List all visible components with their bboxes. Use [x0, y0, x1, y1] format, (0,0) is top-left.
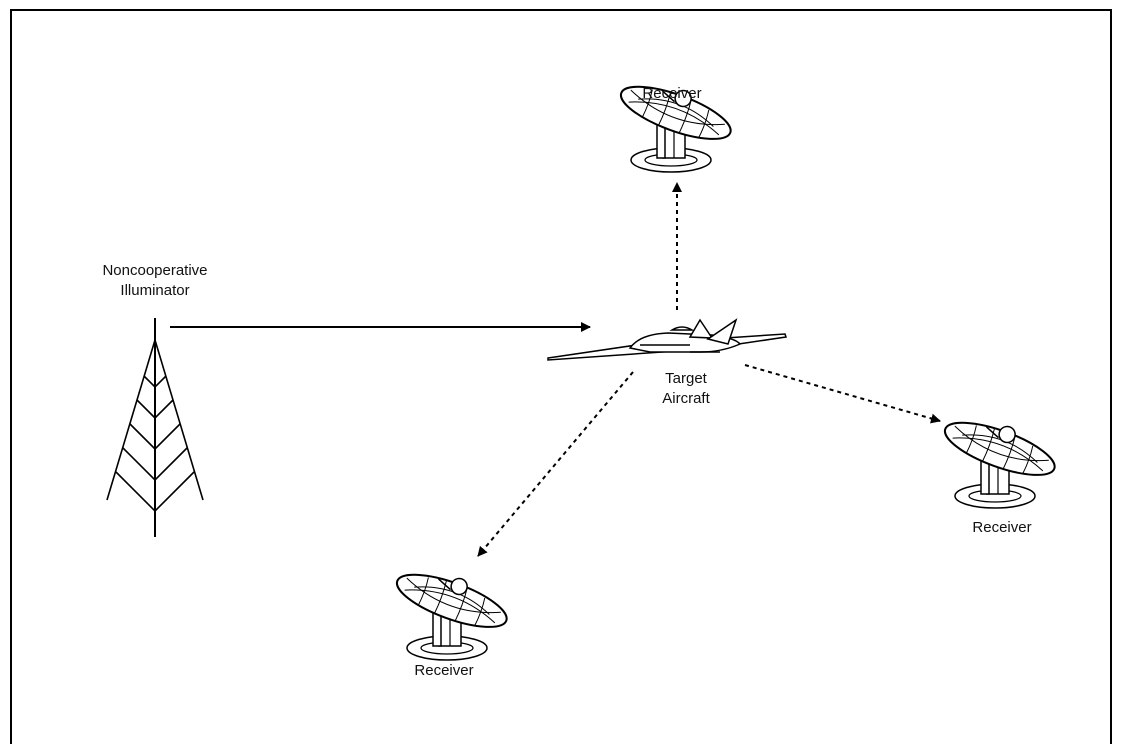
receiver-label-bottom: Receiver	[414, 662, 474, 679]
satellite-dish-icon	[390, 557, 516, 661]
tower-icon	[106, 318, 204, 537]
illuminator-label: Noncooperative Illuminator	[102, 261, 207, 301]
satellite-dish-icon	[938, 405, 1064, 509]
illuminator-label-line1: Noncooperative	[102, 262, 208, 279]
scatter-arrow-bottom	[477, 371, 634, 557]
target-label-line1: Target	[665, 370, 707, 387]
aircraft-icon	[547, 318, 787, 361]
target-label: Target Aircraft	[662, 369, 710, 409]
receiver-label-top: Receiver	[642, 85, 702, 102]
receiver-label-right: Receiver	[972, 519, 1032, 536]
diagram-frame	[10, 9, 1112, 744]
scatter-arrow-right	[744, 364, 941, 424]
target-label-line2: Aircraft	[662, 390, 710, 407]
illuminator-label-line2: Illuminator	[120, 282, 190, 299]
